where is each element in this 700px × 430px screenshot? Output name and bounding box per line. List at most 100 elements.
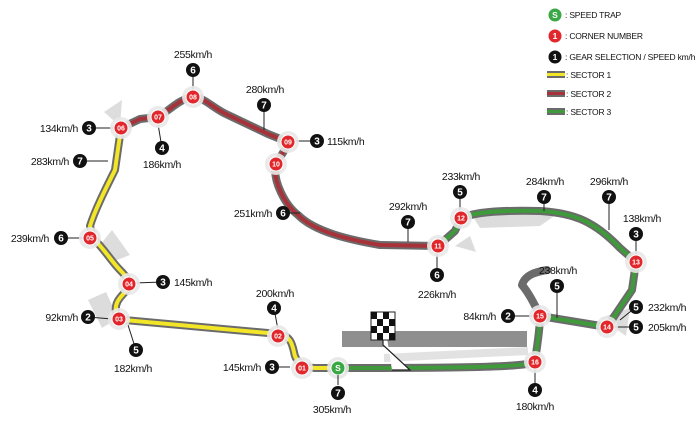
legend-sector-3: : SECTOR 3 (547, 107, 612, 117)
legend-sector-3-label: : SECTOR 3 (566, 107, 612, 117)
speed-trap-speed: 305km/h (313, 404, 352, 416)
gear-dot (629, 300, 643, 314)
gear-dot (265, 360, 279, 374)
corner-number-label: 02 (274, 334, 282, 341)
speed-trap-marker: S 7 305km/h (313, 357, 352, 416)
gear-dot (82, 121, 96, 135)
corner-dot (185, 89, 201, 105)
corner-number-label: 14 (603, 325, 611, 332)
speed-label: 92km/h (45, 312, 78, 324)
speed-label: 280km/h (246, 84, 285, 96)
gear-marker-str10: 6 251km/h (234, 206, 290, 220)
gear-dot (186, 63, 200, 77)
legend-sector-2-label: : SECTOR 2 (566, 89, 612, 99)
corner-dot (82, 230, 98, 246)
gear-dot (453, 185, 467, 199)
legend-sector-2: : SECTOR 2 (547, 89, 612, 99)
gear-number: 4 (271, 304, 277, 315)
gear-dot (156, 275, 170, 289)
corner-dot (111, 311, 127, 327)
start-finish-flag (370, 311, 412, 371)
gear-number: 6 (280, 209, 286, 220)
gear-number: 3 (160, 278, 166, 289)
corner-number-label: 08 (189, 95, 197, 102)
corner-marker-15: 15 (529, 305, 551, 327)
gear-dot (310, 134, 324, 148)
legend-gear-selection-label: : GEAR SELECTION / SPEED km/h (565, 52, 696, 62)
speed-label: 115km/h (327, 136, 365, 148)
gear-selection-icon: 1 (553, 52, 558, 62)
speed-label: 251km/h (234, 208, 273, 220)
gear-number: 7 (77, 157, 83, 168)
gear-dot (257, 98, 271, 112)
speed-label: 296km/h (590, 176, 629, 188)
legend-sector-1-label: : SECTOR 1 (566, 70, 612, 80)
legend: S : SPEED TRAP 1 : CORNER NUMBER 1 : GEA… (547, 8, 696, 117)
gear-number: 5 (457, 188, 463, 199)
corner-dot (268, 156, 284, 172)
corner-dot (628, 254, 644, 270)
corner-marker-09: 09 (277, 131, 299, 153)
speed-label: 292km/h (389, 201, 428, 213)
corner-marker-12: 12 (450, 207, 472, 229)
gear-marker-t15: 2 84km/h (463, 309, 515, 323)
gear-dot (528, 383, 542, 397)
corner-dot (121, 276, 137, 292)
speed-label: 205km/h (648, 322, 687, 334)
gear-number: 3 (633, 230, 639, 241)
gear-dot (276, 206, 290, 220)
corner-marker-10: 10 (265, 153, 287, 175)
gear-dot (129, 343, 143, 357)
gear-dot (430, 268, 444, 282)
corner-dot (453, 210, 469, 226)
corner-number-label: 07 (154, 115, 162, 122)
gear-dot (73, 154, 87, 168)
corner-marker-07: 07 (147, 106, 169, 128)
corner-marker-04: 04 (118, 273, 140, 295)
speed-label: 84km/h (463, 311, 496, 323)
gear-number: 2 (505, 312, 511, 323)
gear-dot (401, 215, 415, 229)
corner-number-label: 09 (284, 140, 292, 147)
gear-number: 7 (606, 193, 612, 204)
pit-lane (383, 347, 529, 362)
track-sector-1-outline (86, 124, 342, 372)
gear-number: 3 (269, 363, 275, 374)
corner-marker-08: 08 (182, 86, 204, 108)
gear-dot (54, 231, 68, 245)
corner-number-label: 15 (536, 314, 544, 321)
gear-number: 3 (86, 124, 92, 135)
legend-sector-1: : SECTOR 1 (547, 70, 612, 80)
speed-label: 182km/h (114, 363, 153, 375)
gear-number: 5 (633, 323, 639, 334)
gear-number: 5 (633, 303, 639, 314)
legend-speed-trap: S : SPEED TRAP (548, 8, 622, 22)
gear-number: 4 (532, 386, 538, 397)
gear-marker-t14b: 5 205km/h (629, 320, 687, 334)
speed-label: 226km/h (418, 289, 457, 301)
gear-dot (267, 301, 281, 315)
corner-number-label: 04 (125, 282, 133, 289)
corner-number-label: 01 (298, 366, 306, 373)
corner-marker-16: 16 (524, 351, 546, 373)
corner-marker-13: 13 (625, 251, 647, 273)
gear-dot (550, 279, 564, 293)
gear-dot (629, 227, 643, 241)
gear-number: 2 (85, 313, 91, 324)
corner-marker-02: 02 (267, 325, 289, 347)
speed-trap-glyph: S (335, 363, 341, 373)
